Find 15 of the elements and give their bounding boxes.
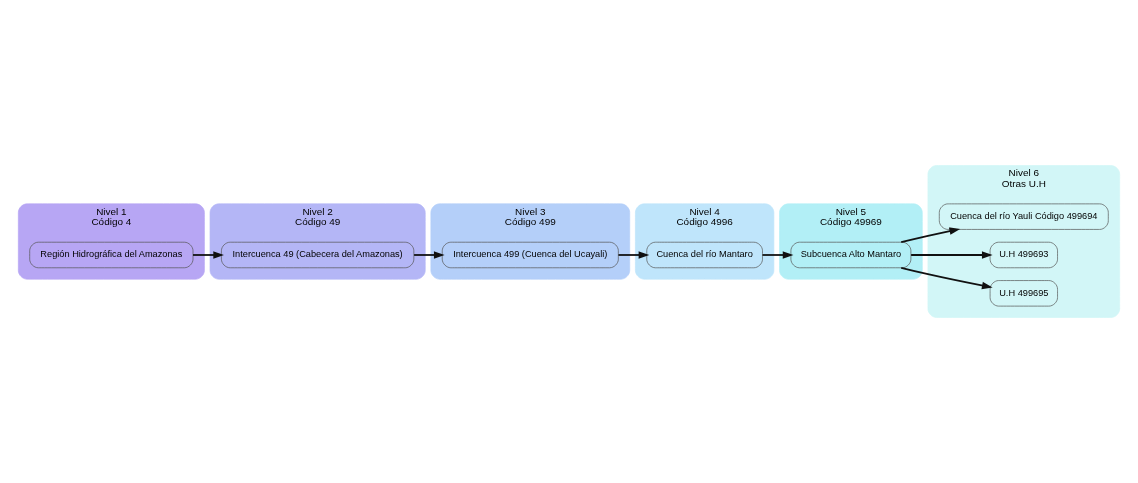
node-box: Subcuenca Alto Mantaro <box>790 241 912 269</box>
arrow <box>910 251 993 259</box>
arrow <box>192 251 224 259</box>
node-box: U.H 499693 <box>989 241 1058 269</box>
arrow <box>900 227 961 244</box>
arrow <box>900 266 993 290</box>
node-box: Cuenca del río Mantaro <box>646 241 763 269</box>
arrow <box>761 251 794 259</box>
arrow <box>617 251 650 259</box>
node-box: Región Hidrográfica del Amazonas <box>29 241 194 269</box>
arrow <box>413 251 445 259</box>
node-box: Intercuenca 499 (Cuenca del Ucayali) <box>441 241 619 269</box>
node-box: U.H 499695 <box>989 280 1058 307</box>
node-box: Intercuenca 49 (Cabecera del Amazonas) <box>221 241 415 269</box>
node-box: Cuenca del río Yauli Código 499694 <box>938 203 1109 230</box>
